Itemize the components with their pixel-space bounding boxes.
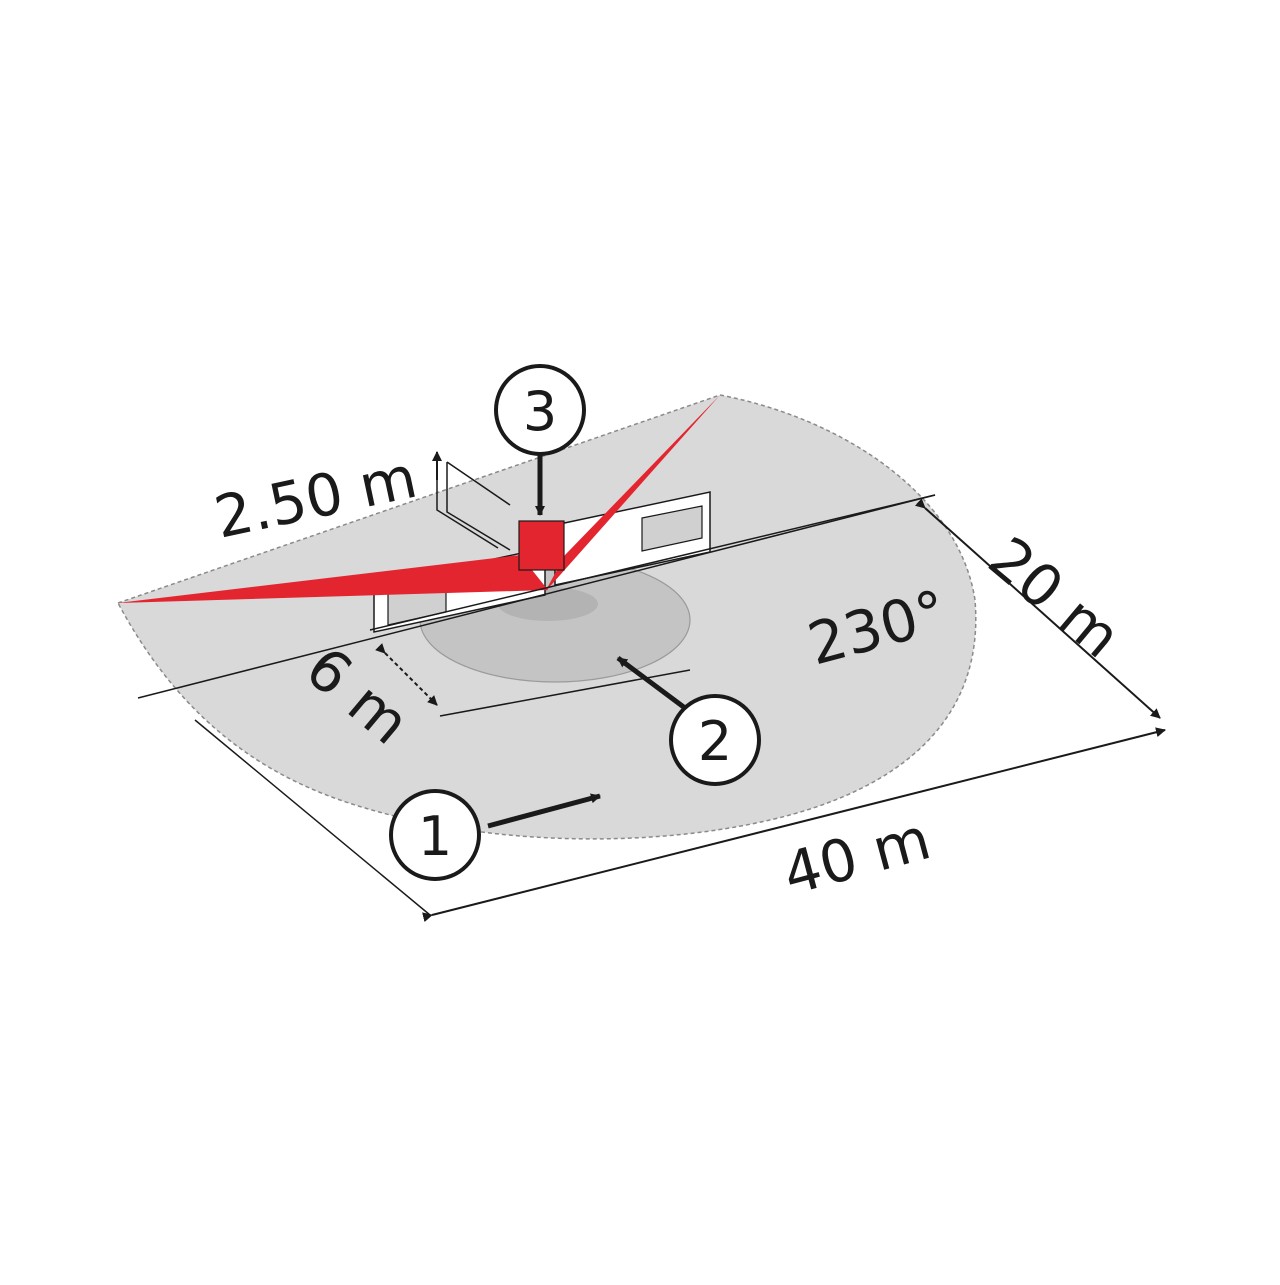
length-dimension-line bbox=[422, 727, 1166, 923]
length-label: 40 m bbox=[776, 804, 937, 908]
near-range-dimension bbox=[375, 643, 438, 706]
callout-1-label: 1 bbox=[418, 805, 452, 868]
callout-2-circle-icon bbox=[669, 694, 761, 786]
sensor-beam-right bbox=[545, 395, 720, 592]
sensor-body bbox=[518, 520, 565, 571]
callout-3-circle-icon bbox=[494, 364, 586, 456]
length-extension-left bbox=[194, 719, 431, 916]
ground-line bbox=[137, 494, 936, 699]
height-top-line bbox=[446, 461, 511, 506]
callout-2-arrow-icon bbox=[616, 655, 687, 711]
wall-line-back bbox=[369, 494, 936, 631]
callout-2-label: 2 bbox=[698, 710, 732, 773]
width-dimension-line bbox=[914, 498, 1161, 719]
callout-3-label: 3 bbox=[523, 380, 557, 443]
width-label: 20 m bbox=[976, 524, 1134, 672]
height-indicator-frame bbox=[446, 462, 511, 551]
sensor-beam-left bbox=[118, 555, 548, 603]
window-right bbox=[641, 505, 703, 552]
callout-1-arrow-icon bbox=[487, 793, 601, 829]
callout-1-circle-icon bbox=[389, 789, 481, 881]
